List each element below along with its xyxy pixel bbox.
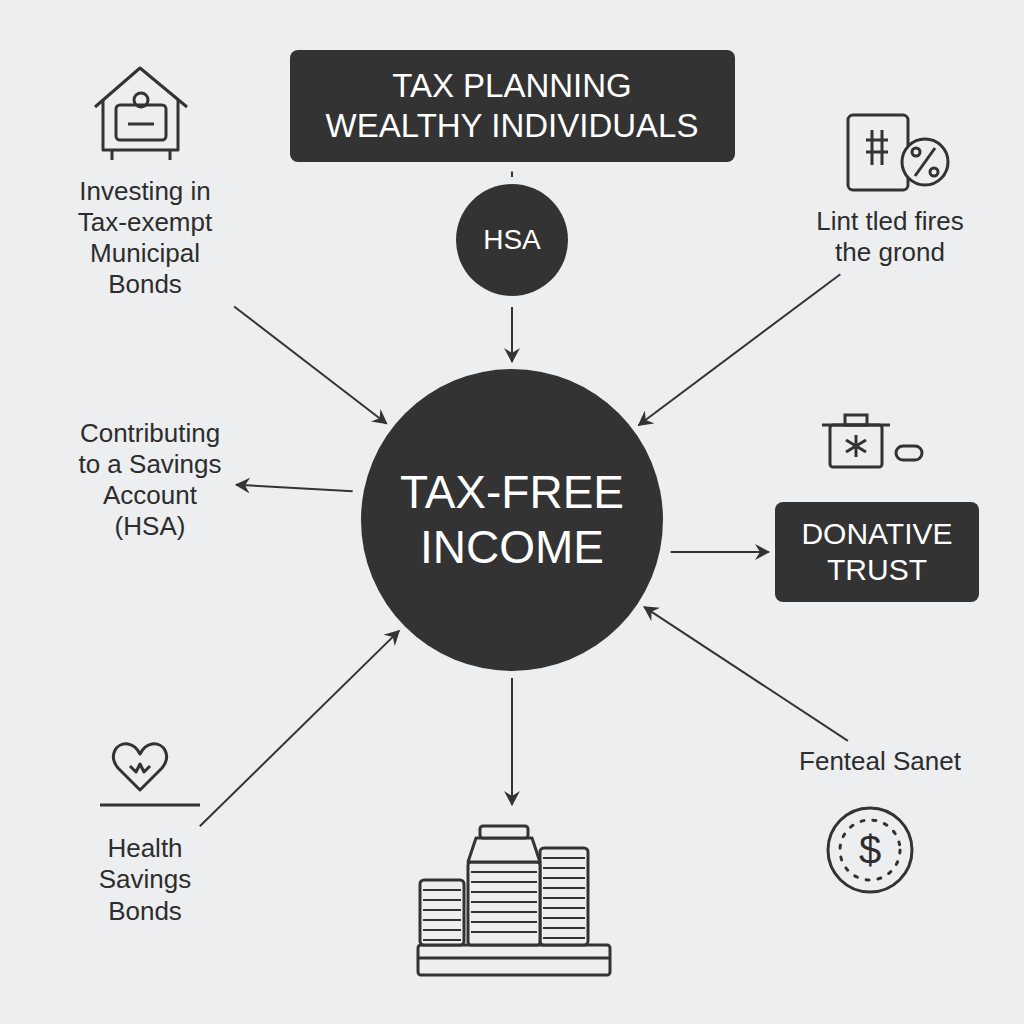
coin-ridge bbox=[471, 931, 537, 933]
coin-ridge bbox=[471, 911, 537, 913]
container-icon bbox=[822, 415, 922, 467]
coin-ridge bbox=[471, 891, 537, 893]
coin-ridge bbox=[423, 909, 461, 911]
strategy-label: Contributing to a Savings Account (HSA) bbox=[70, 418, 230, 543]
strategy-text: Lint tled fires the grond bbox=[803, 206, 978, 268]
coin-icon bbox=[828, 808, 912, 892]
connector-arrow bbox=[511, 172, 513, 177]
coin-ridge bbox=[423, 929, 461, 931]
strategy-label: Fenteal Sanet bbox=[785, 746, 975, 777]
title-box: TAX PLANNING WEALTHY INDIVIDUALS bbox=[290, 50, 735, 161]
currency-symbol: $ bbox=[859, 830, 881, 870]
coins-illustration bbox=[418, 826, 610, 975]
coin-ridge bbox=[543, 927, 585, 929]
connector-arrow bbox=[511, 307, 513, 362]
leader-arrow bbox=[511, 678, 513, 805]
strategy-text: Health Savings Bonds bbox=[80, 833, 210, 927]
connector-arrow bbox=[644, 607, 848, 741]
node-text: HSA bbox=[462, 223, 562, 257]
connector-arrow bbox=[234, 306, 387, 423]
strategy-label: Investing in Tax-exempt Municipal Bonds bbox=[58, 176, 233, 301]
document-percent-icon bbox=[848, 115, 948, 190]
coin-ridge bbox=[423, 889, 461, 891]
coin-ridge bbox=[471, 871, 537, 873]
coin-ridge bbox=[543, 867, 585, 869]
connector-arrow bbox=[638, 274, 840, 425]
coin-ridge bbox=[543, 917, 585, 919]
coin-ridge bbox=[543, 897, 585, 899]
node-text: TAX PLANNING WEALTHY INDIVIDUALS bbox=[316, 66, 709, 145]
strategy-label: Lint tled fires the grond bbox=[803, 206, 978, 268]
strategy-text: Investing in Tax-exempt Municipal Bonds bbox=[58, 176, 233, 301]
node-text: TAX-FREE INCOME bbox=[392, 465, 632, 575]
connector-arrow bbox=[671, 551, 769, 553]
strategy-label: Health Savings Bonds bbox=[80, 833, 210, 927]
coin-ridge bbox=[471, 901, 537, 903]
coin-ridge bbox=[423, 899, 461, 901]
node-text: DONATIVE TRUST bbox=[797, 516, 957, 588]
house-icon bbox=[95, 68, 187, 160]
connector-arrow bbox=[200, 631, 399, 827]
coin-ridge bbox=[423, 919, 461, 921]
coin-ridge bbox=[543, 877, 585, 879]
coin-ridge bbox=[543, 907, 585, 909]
strategy-text: Contributing to a Savings Account (HSA) bbox=[70, 418, 230, 543]
circle-shape bbox=[360, 368, 664, 672]
coin-ridge bbox=[543, 937, 585, 939]
coin-ridge bbox=[543, 887, 585, 889]
heart-icon bbox=[100, 744, 200, 805]
coin-ridge bbox=[543, 857, 585, 859]
hsa-circle: HSA bbox=[455, 183, 569, 297]
coin-ridge bbox=[471, 921, 537, 923]
coin-ridge bbox=[423, 939, 461, 941]
strategy-text: Fenteal Sanet bbox=[785, 746, 975, 777]
trust-box: DONATIVE TRUST bbox=[775, 502, 979, 602]
coin-ridge bbox=[471, 881, 537, 883]
center-circle: TAX-FREE INCOME bbox=[360, 368, 664, 672]
connector-arrow bbox=[236, 485, 353, 491]
